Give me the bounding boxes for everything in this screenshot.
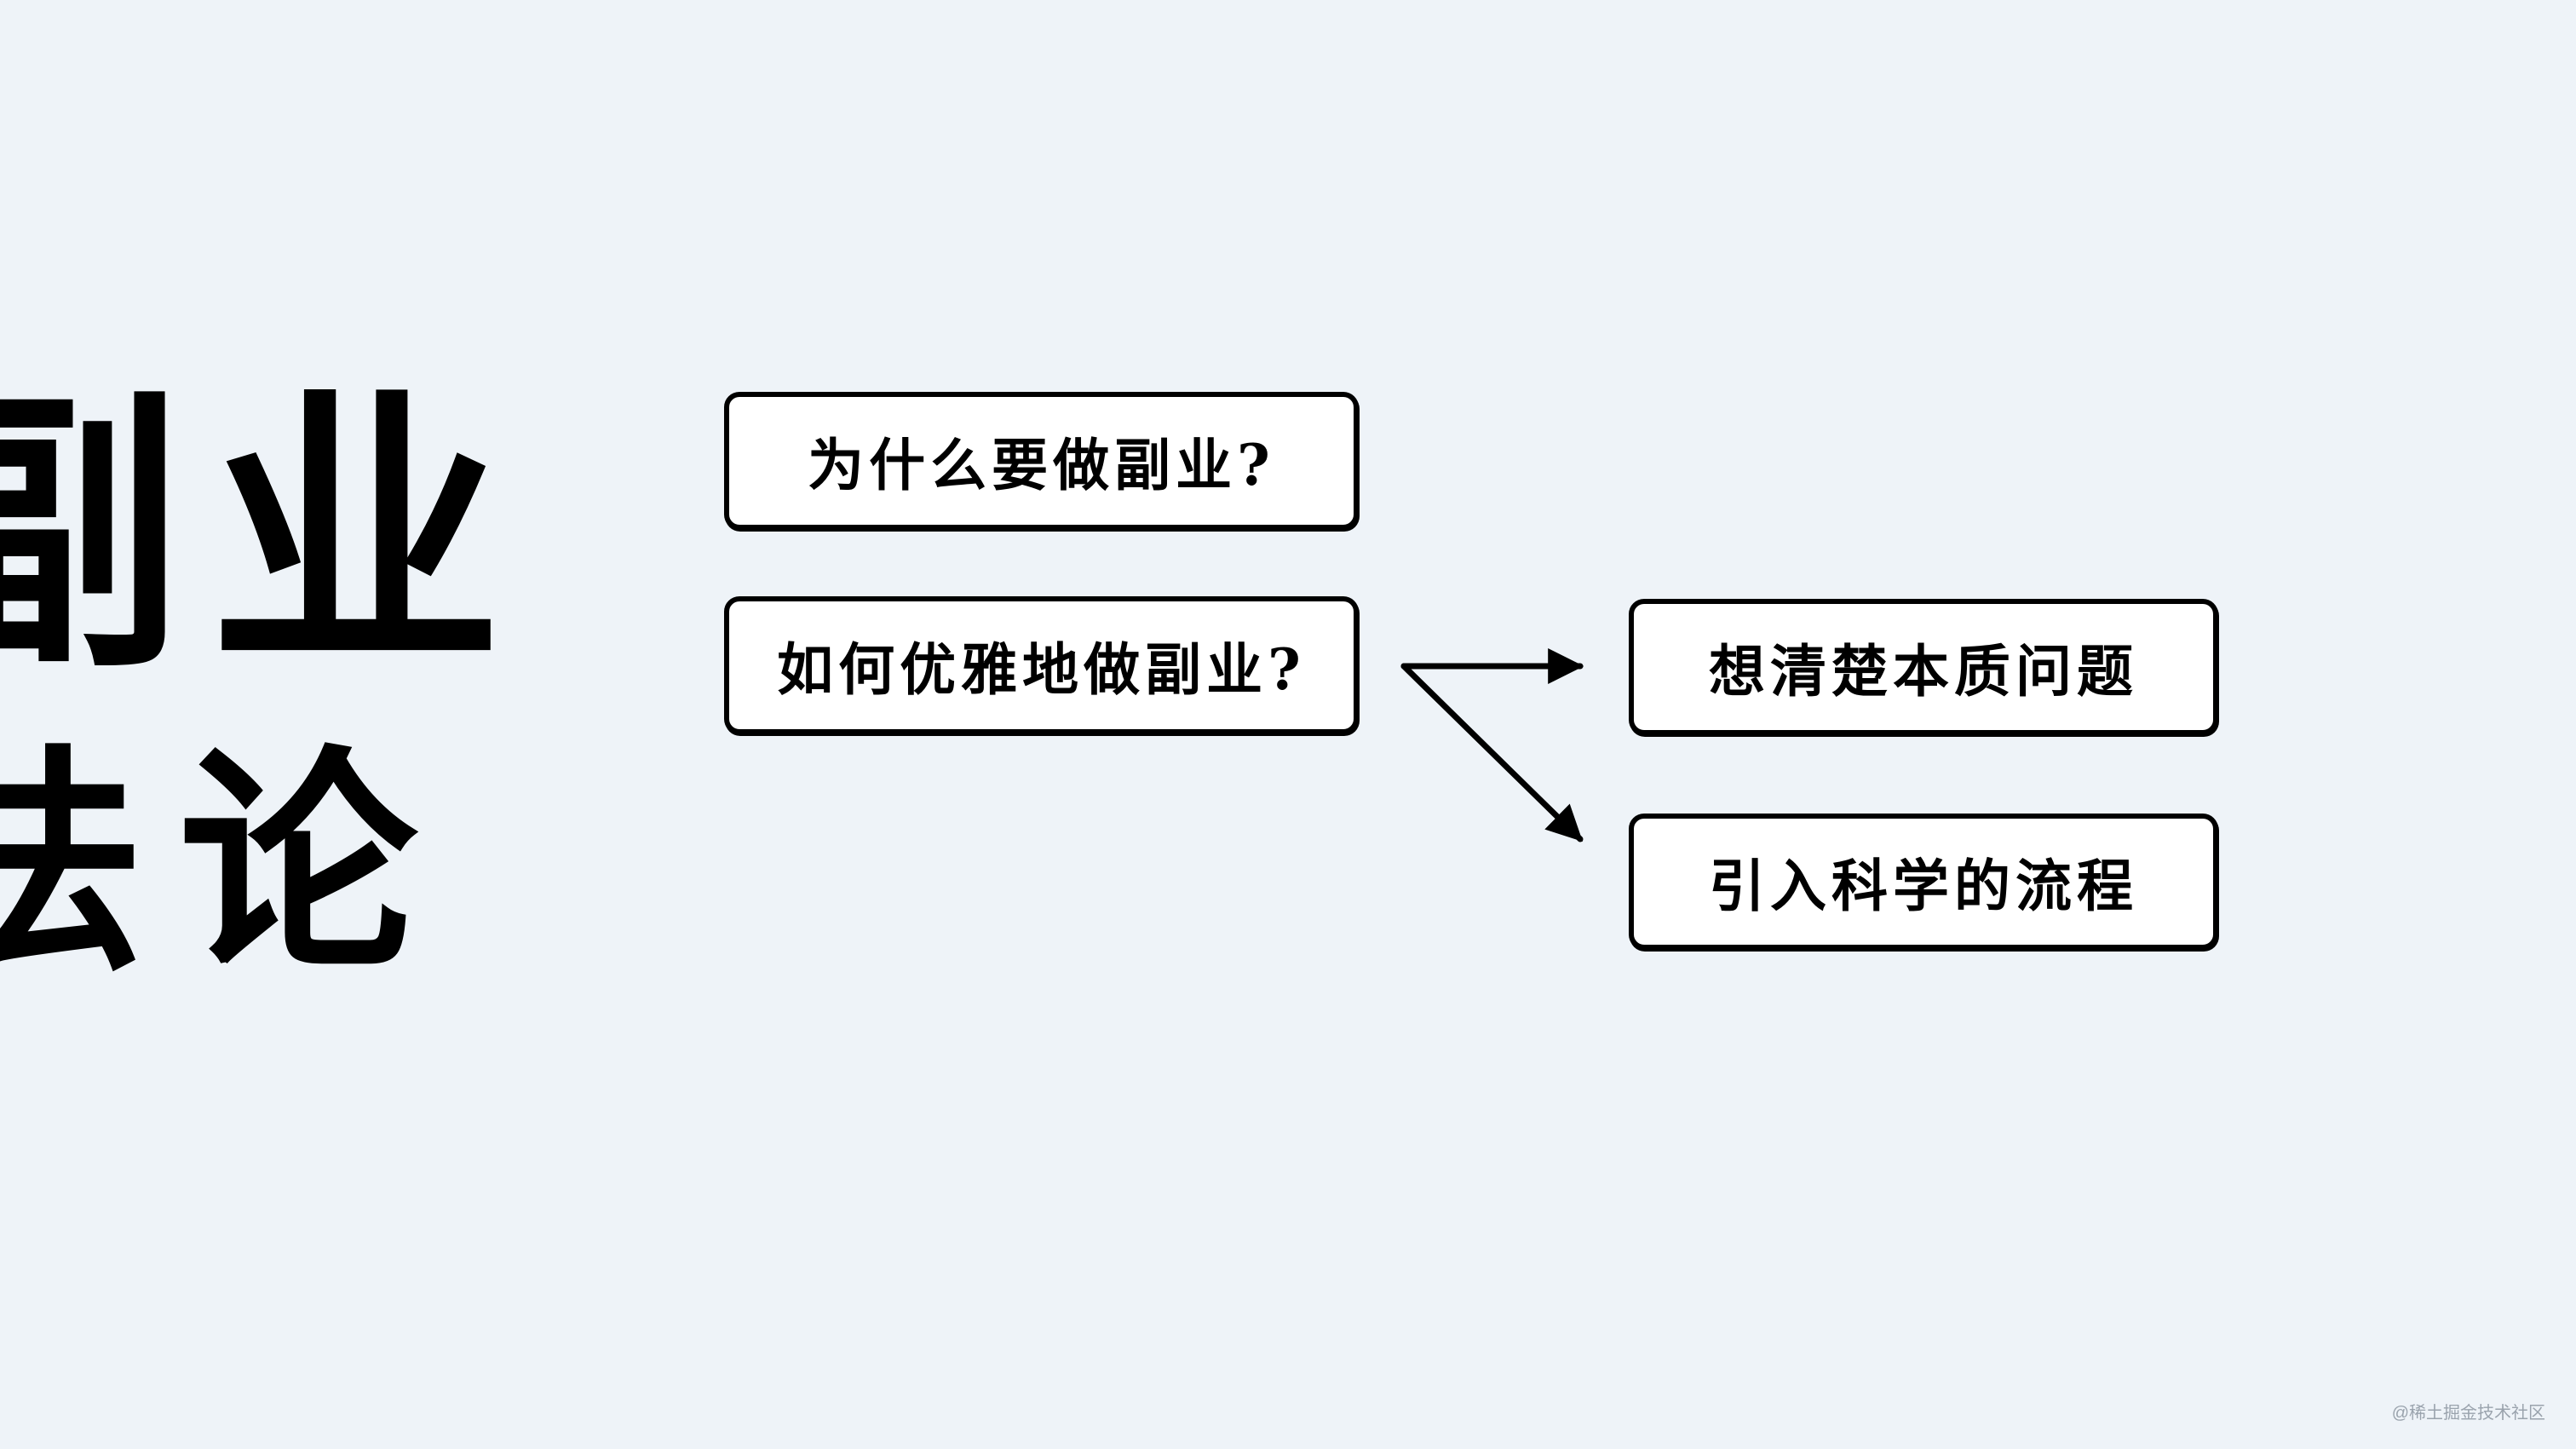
answer-label-process: 引入科学的流程 xyxy=(1709,853,2138,919)
answer-box-process: 引入科学的流程 xyxy=(1629,814,2218,950)
title-line-2: 法论 xyxy=(0,724,451,1004)
title-line-1: 副业 xyxy=(0,362,528,707)
question-label-how: 如何优雅地做副业? xyxy=(777,636,1306,703)
watermark: @稀土掘金技术社区 xyxy=(2391,1404,2545,1423)
question-box-how: 如何优雅地做副业? xyxy=(724,596,1359,734)
answer-box-think: 想清楚本质问题 xyxy=(1629,599,2218,735)
question-label-why: 为什么要做副业? xyxy=(808,432,1275,498)
question-box-why: 为什么要做副业? xyxy=(724,392,1359,530)
arrow-to-process xyxy=(1400,663,1584,842)
answer-label-think: 想清楚本质问题 xyxy=(1709,638,2138,704)
